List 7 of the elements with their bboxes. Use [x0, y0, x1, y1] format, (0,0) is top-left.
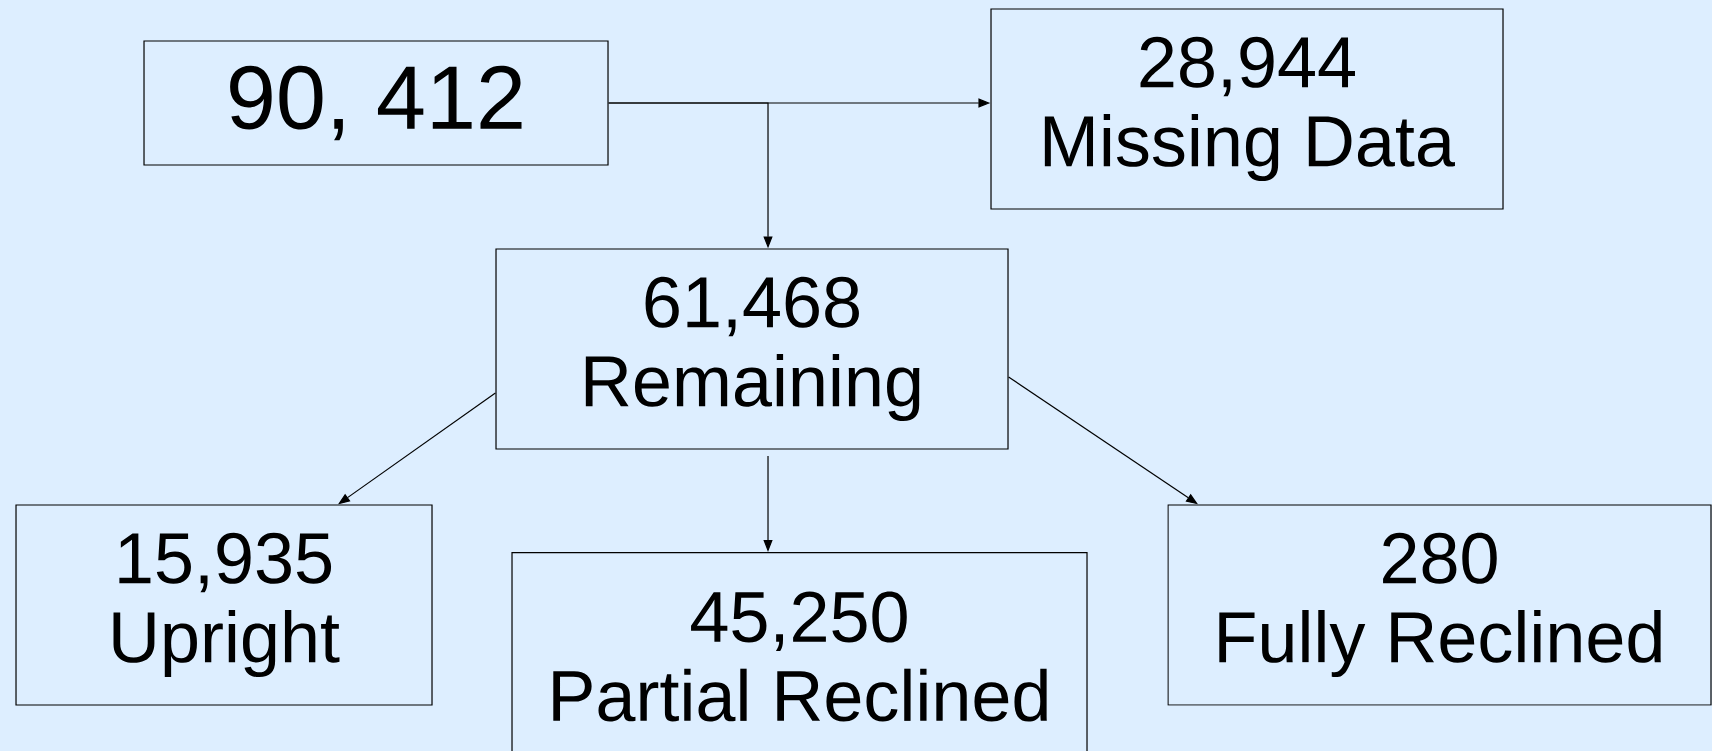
number-box: 61,468 Remaining: [495, 248, 1009, 450]
number-box: 90, 412: [143, 40, 609, 166]
number-box: 45,250 Partial Reclined: [511, 552, 1088, 751]
number-box: 28,944 Missing Data: [990, 8, 1504, 210]
number-box: 15,935 Upright: [15, 504, 433, 706]
number-box: 280 Fully Reclined: [1167, 504, 1712, 706]
arrow: [1008, 376, 1198, 505]
